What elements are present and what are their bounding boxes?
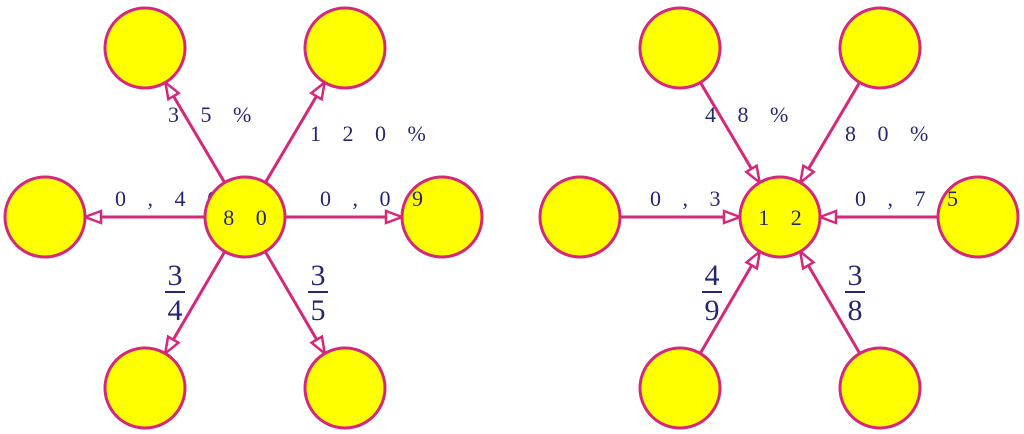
edge-label-left: 0 , 3: [650, 186, 729, 211]
outer-node-up-left: [638, 6, 722, 90]
arrowhead-down-right: [309, 334, 327, 357]
edge-label-up-right: 8 0 %: [845, 121, 936, 146]
edge-label-up-left: 4 8 %: [705, 102, 796, 127]
fraction-down-right: 38: [845, 259, 865, 327]
edge-up-right: [264, 81, 326, 184]
arrowhead-left: [722, 209, 744, 225]
arrowhead-right: [384, 209, 406, 225]
outer-node-down-left: [638, 346, 722, 430]
diagram-right: 4 8 % 8 0 % 0 , 3 0 , 7 5 49 38 1 2: [538, 6, 1020, 430]
edge-down-right: [798, 250, 862, 355]
fraction-denominator: 9: [705, 294, 720, 327]
arrowhead-up-left: [163, 79, 181, 102]
center-label: 1 2: [758, 205, 810, 230]
outer-node-down-right: [303, 346, 387, 430]
fraction-down-left: 49: [702, 259, 722, 327]
edge-label-up-left: 3 5 %: [168, 102, 259, 127]
fraction-denominator: 8: [848, 294, 863, 327]
edge-up-right: [799, 81, 861, 184]
fraction-down-right: 35: [308, 259, 328, 327]
edge-up-left: [699, 81, 761, 184]
edge-down-left: [163, 250, 227, 355]
outer-node-right: [936, 175, 1020, 259]
outer-node-down-right: [838, 346, 922, 430]
fraction-numerator: 3: [311, 259, 326, 292]
fraction-numerator: 3: [848, 259, 863, 292]
arrowhead-left: [81, 209, 103, 225]
fraction-numerator: 3: [168, 259, 183, 292]
outer-node-left: [538, 175, 622, 259]
center-node: [738, 175, 822, 259]
edge-label-right: 0 , 0 9: [320, 186, 431, 211]
edge-label-left: 0 , 4 6: [115, 186, 226, 211]
edge-up-left: [164, 81, 226, 184]
outer-node-right: [400, 175, 484, 259]
arrowhead-up-left: [744, 163, 762, 186]
fraction-denominator: 5: [311, 294, 326, 327]
outer-node-left: [3, 175, 87, 259]
center-label: 8 0: [223, 205, 275, 230]
edge-down-left: [698, 250, 762, 355]
outer-node-down-left: [103, 346, 187, 430]
outer-node-up-right: [838, 6, 922, 90]
arrowhead-up-right: [309, 79, 327, 102]
arrowhead-down-left: [744, 248, 762, 271]
outer-node-up-right: [303, 6, 387, 90]
arrowhead-down-right: [798, 248, 816, 271]
edge-label-right: 0 , 7 5: [855, 186, 966, 211]
fraction-denominator: 4: [168, 294, 183, 327]
edge-down-right: [263, 250, 327, 355]
fraction-down-left: 34: [165, 259, 185, 327]
fraction-numerator: 4: [705, 259, 720, 292]
arrowhead-down-left: [163, 334, 181, 357]
edge-label-up-right: 1 2 0 %: [310, 121, 434, 146]
arrowhead-right: [816, 209, 838, 225]
outer-node-up-left: [103, 6, 187, 90]
arrowhead-up-right: [798, 163, 816, 186]
center-node: [203, 175, 287, 259]
